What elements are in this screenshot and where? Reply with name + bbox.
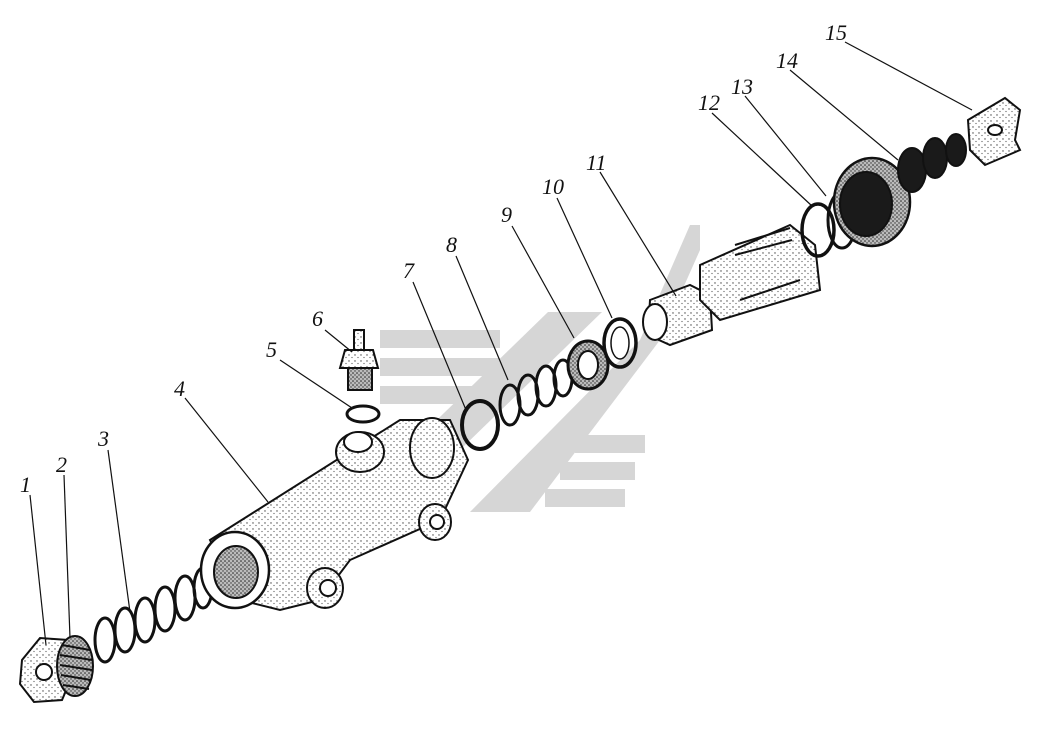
part-14-boot [832,133,967,248]
part-label-9: 9 [501,202,512,227]
part-4-cylinder-body [199,417,470,612]
part-label-6: 6 [312,306,323,331]
part-7-ring [460,399,500,451]
part-label-12: 12 [698,90,720,115]
part-label-3: 3 [97,426,109,451]
part-15-clevis [966,96,1022,167]
part-6-fitting [338,329,380,391]
part-9-cup-seal [566,339,610,391]
part-label-7: 7 [403,258,415,283]
part-number-labels: 1 2 3 4 5 6 7 8 9 10 11 12 13 14 15 [20,20,847,497]
part-label-10: 10 [542,174,564,199]
part-label-15: 15 [825,20,847,45]
part-10-ring [602,317,638,369]
part-label-1: 1 [20,472,31,497]
part-11-piston [642,223,822,347]
part-label-5: 5 [266,337,277,362]
watermark-logo [380,225,700,512]
part-label-13: 13 [731,74,753,99]
part-label-4: 4 [174,376,185,401]
part-5-washer [345,404,381,424]
part-2-threaded-ring [56,635,94,697]
part-3-spring [93,566,214,664]
leader-lines [29,41,973,646]
part-label-14: 14 [776,48,798,73]
part-label-8: 8 [446,232,457,257]
part-label-11: 11 [586,150,606,175]
part-12-ring [800,202,836,258]
part-label-2: 2 [56,452,67,477]
